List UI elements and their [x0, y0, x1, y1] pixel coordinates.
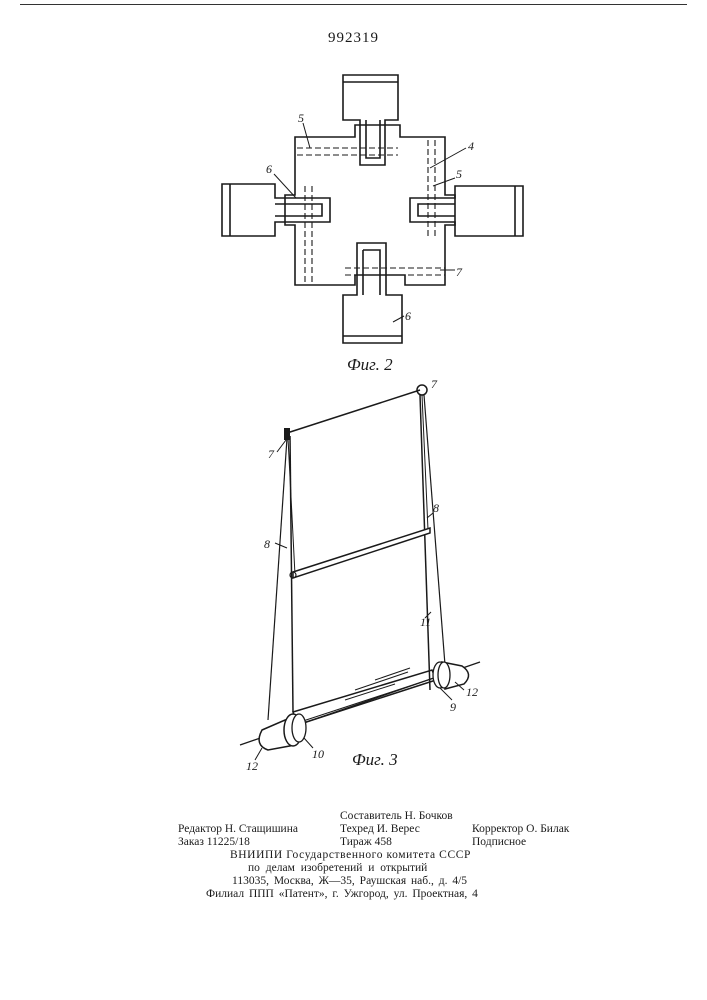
colophon-org-address: 113035, Москва, Ж—35, Раушская наб., д. … — [232, 875, 467, 888]
fig3-drawing — [240, 385, 480, 760]
fig3-label-8a: 8 — [264, 537, 270, 551]
fig3-label-7b: 7 — [431, 377, 438, 391]
fig2-tab-right — [410, 186, 523, 236]
fig3-drum-left — [292, 714, 306, 742]
colophon-org-line1: ВНИИПИ Государственного комитета СССР — [230, 849, 471, 862]
colophon-branch: Филиал ППП «Патент», г. Ужгород, ул. Про… — [206, 888, 478, 901]
colophon-corrector: Корректор О. Билак — [472, 823, 569, 836]
fig2-label-5a: 5 — [298, 111, 304, 125]
fig3-caption: Фиг. 3 — [352, 750, 398, 769]
fig3-label-12b: 12 — [246, 759, 258, 773]
colophon-circulation: Тираж 458 — [340, 836, 392, 849]
colophon-tech-editor: Техред И. Верес — [340, 823, 420, 836]
fig2-caption: Фиг. 2 — [347, 355, 393, 374]
colophon-order: Заказ 11225/18 — [178, 836, 250, 849]
fig2-tab-top — [343, 75, 398, 165]
colophon-editor: Редактор Н. Стащишина — [178, 823, 298, 836]
fig2-tab-left — [222, 184, 330, 236]
fig2-tab-bottom — [343, 243, 402, 343]
fig3-string-left — [268, 438, 287, 720]
colophon-org-line2: по делам изобретений и открытий — [248, 862, 427, 875]
colophon-subscription: Подписное — [472, 836, 526, 849]
fig3-label-12a: 12 — [466, 685, 478, 699]
fig3-label-10: 10 — [312, 747, 324, 761]
fig2-label-6b: 6 — [405, 309, 411, 323]
fig2-label-6a: 6 — [266, 162, 272, 176]
fig2-cross-plate — [285, 125, 455, 285]
fig3-label-7a: 7 — [268, 447, 275, 461]
fig3-curtain-right-edge — [420, 395, 430, 690]
fig3-top-rod — [287, 390, 420, 433]
colophon-compiler: Составитель Н. Бочков — [340, 810, 453, 823]
fig2-label-5b: 5 — [456, 167, 462, 181]
fig3-middle-slat — [293, 528, 430, 578]
fig3-label-11: 11 — [420, 615, 431, 629]
drawings: 5 4 5 6 7 6 Фиг. 2 — [0, 0, 707, 800]
fig2-drawing — [222, 75, 523, 343]
fig2-label-4: 4 — [468, 139, 474, 153]
fig2-label-7: 7 — [456, 265, 463, 279]
fig3-label-8b: 8 — [433, 501, 439, 515]
fig3-label-9: 9 — [450, 700, 456, 714]
